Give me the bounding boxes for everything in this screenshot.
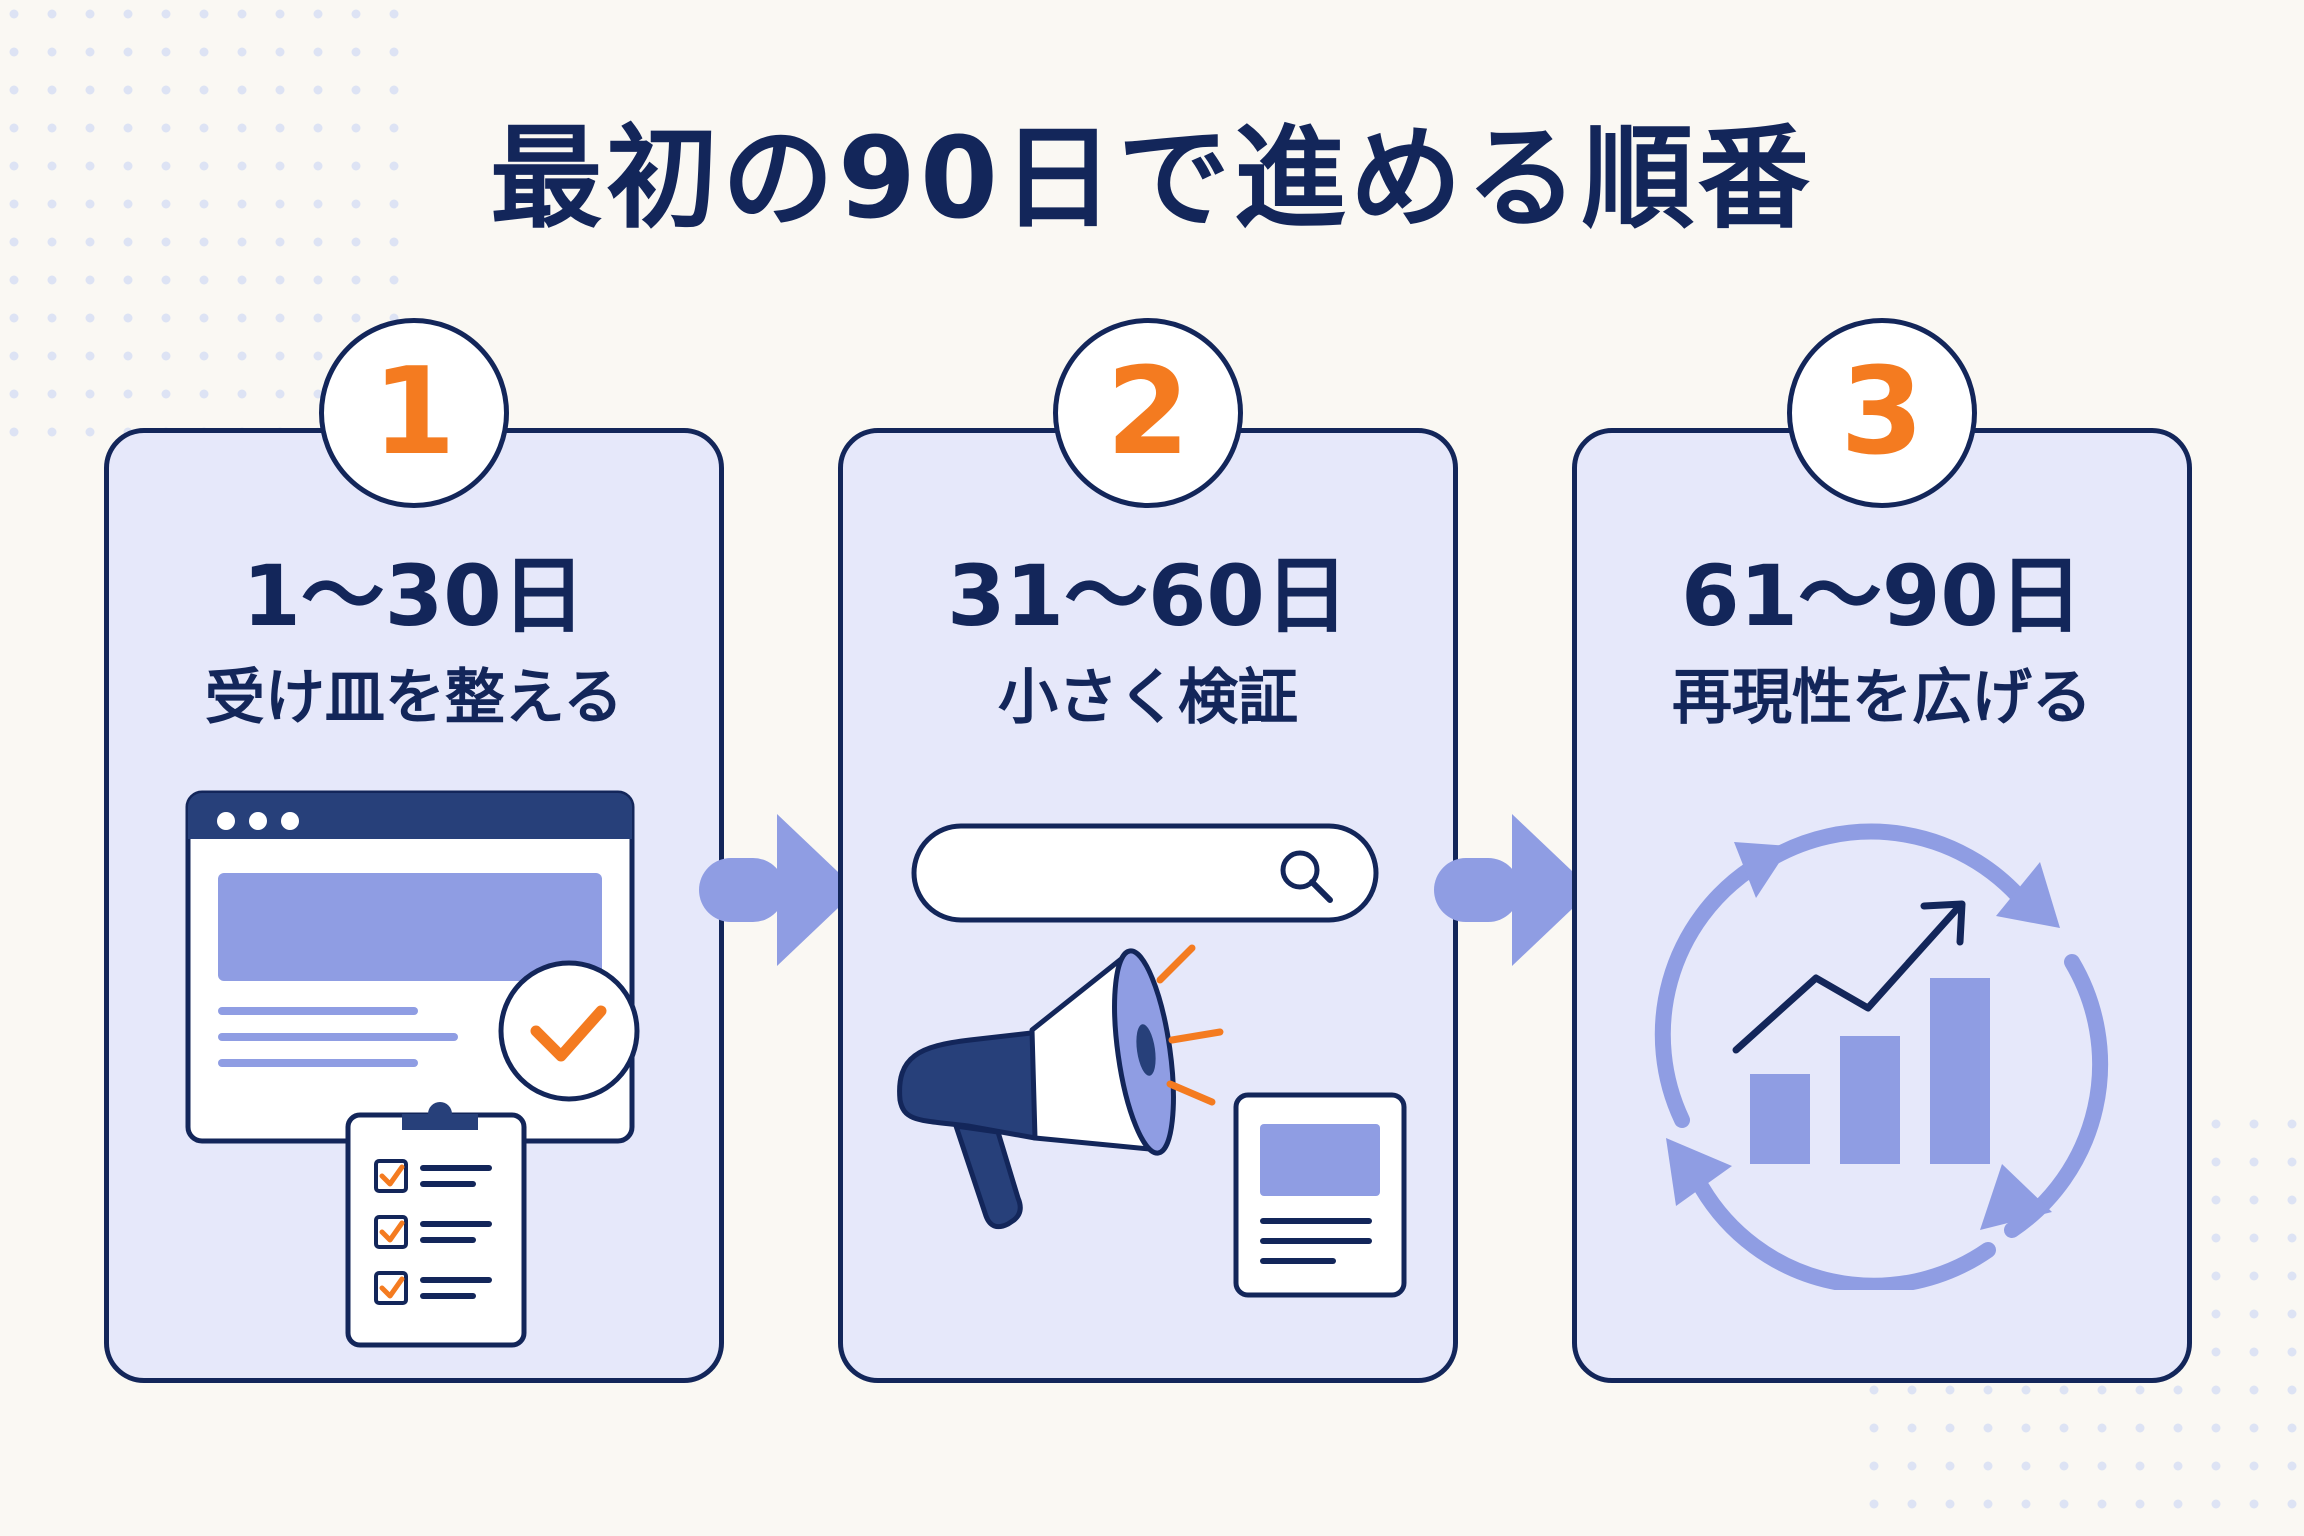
step-number-badge-1: 1 [319,318,509,508]
step-number-badge-2: 2 [1053,318,1243,508]
megaphone-search-icon [897,823,1407,1298]
growth-cycle-icon [1654,823,2109,1290]
step-number-badge-3: 3 [1787,318,1977,508]
step-period-1: 1〜30日 [242,547,586,645]
browser-checklist-icon [185,790,640,1348]
step-label-3: 再現性を広げる [1672,663,2092,733]
arrow-right-icon [699,814,857,966]
step-period-2: 31〜60日 [947,547,1349,645]
page-title: 最初の90日で進める順番 [490,114,1814,244]
arrow-right-icon [1434,814,1592,966]
step-label-2: 小さく検証 [998,663,1298,733]
step-period-3: 61〜90日 [1681,547,2083,645]
step-label-1: 受け皿を整える [204,663,624,733]
